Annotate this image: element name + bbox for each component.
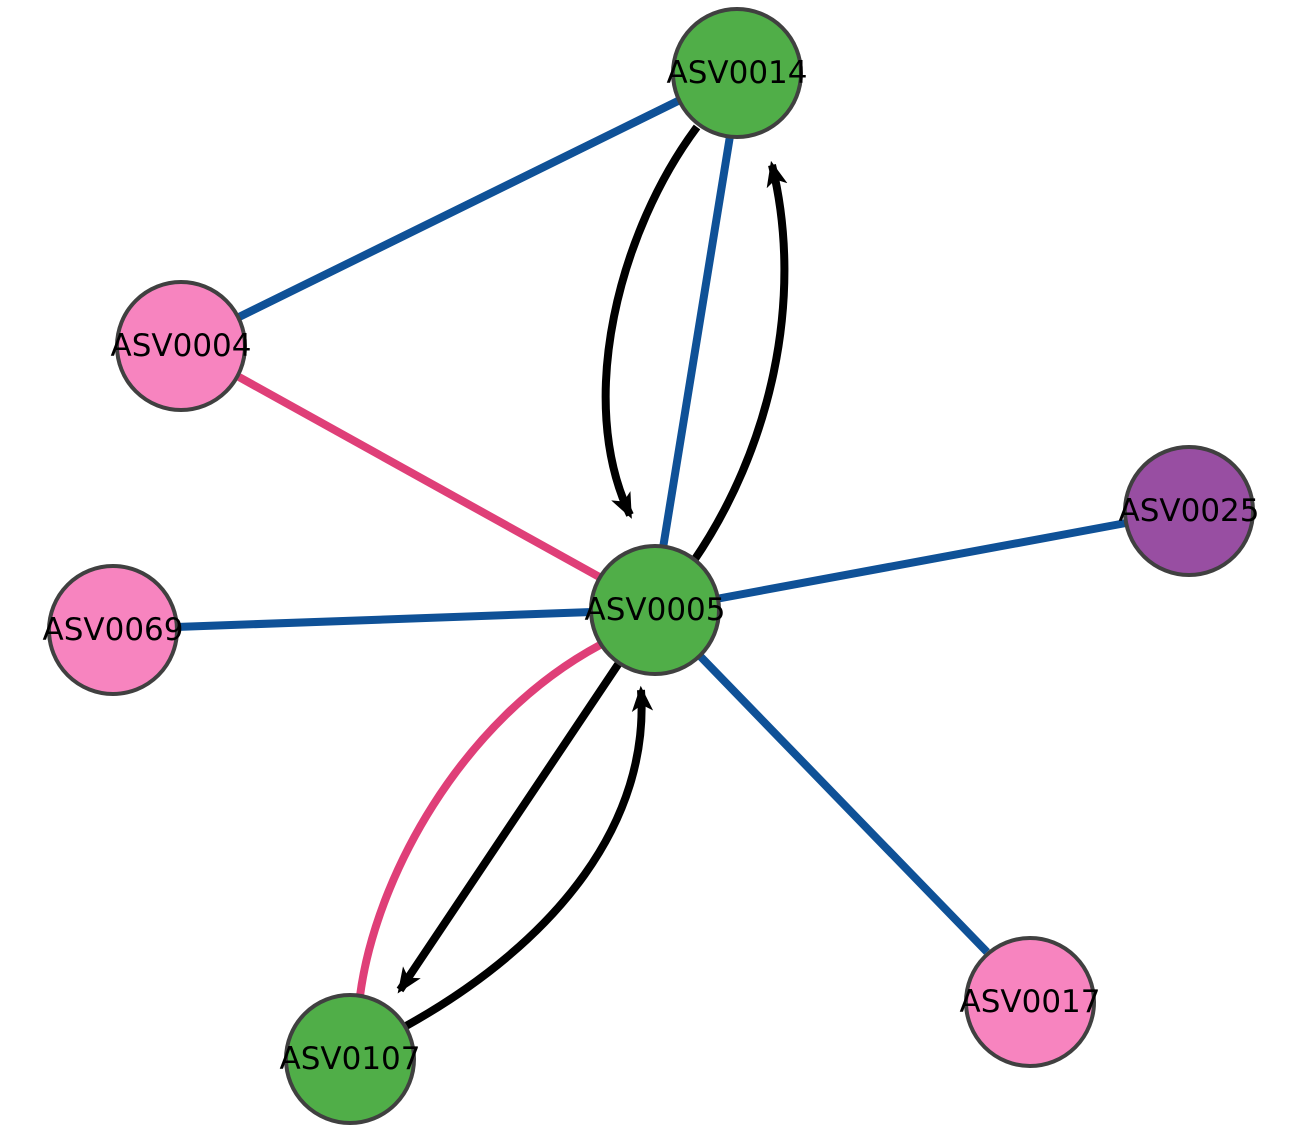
edge-asv0005-asv0025 (715, 519, 1127, 603)
node-asv0017[interactable]: ASV0017 (960, 936, 1101, 1068)
node-label: ASV0014 (667, 55, 808, 91)
node-label: ASV0017 (960, 984, 1101, 1020)
edge-asv0005-asv0107-directed (396, 660, 623, 994)
edge-asv0005-asv0017 (697, 653, 990, 955)
node-asv0004[interactable]: ASV0004 (111, 280, 252, 412)
node-circle (589, 544, 721, 676)
node-label: ASV0069 (43, 612, 184, 648)
node-circle (115, 280, 247, 412)
node-circle (47, 564, 179, 696)
node-asv0069[interactable]: ASV0069 (43, 564, 184, 696)
node-asv0107[interactable]: ASV0107 (280, 993, 421, 1125)
node-circle (964, 936, 1096, 1068)
node-label: ASV0107 (280, 1041, 421, 1077)
edge-asv0004-asv0014 (235, 95, 684, 322)
edge-asv0004-asv0005 (237, 373, 605, 583)
node-asv0025[interactable]: ASV0025 (1119, 445, 1260, 577)
node-label: ASV0025 (1119, 493, 1260, 529)
node-circle (1123, 445, 1255, 577)
edge-asv0069-asv0005 (175, 608, 593, 631)
node-asv0005[interactable]: ASV0005 (585, 544, 726, 676)
node-asv0014[interactable]: ASV0014 (667, 7, 808, 139)
edge-asv0005-asv0014 (659, 135, 734, 549)
edge-asv0005-asv0107 (356, 641, 602, 997)
node-label: ASV0004 (111, 328, 252, 364)
node-circle (284, 993, 416, 1125)
edges-layer (175, 95, 1127, 1030)
node-label: ASV0005 (585, 592, 726, 628)
node-circle (671, 7, 803, 139)
edge-asv0005-asv0014-directed (689, 160, 789, 565)
edge-asv0107-asv0005-directed (404, 685, 654, 1030)
edge-asv0014-asv0005-directed (601, 124, 701, 519)
